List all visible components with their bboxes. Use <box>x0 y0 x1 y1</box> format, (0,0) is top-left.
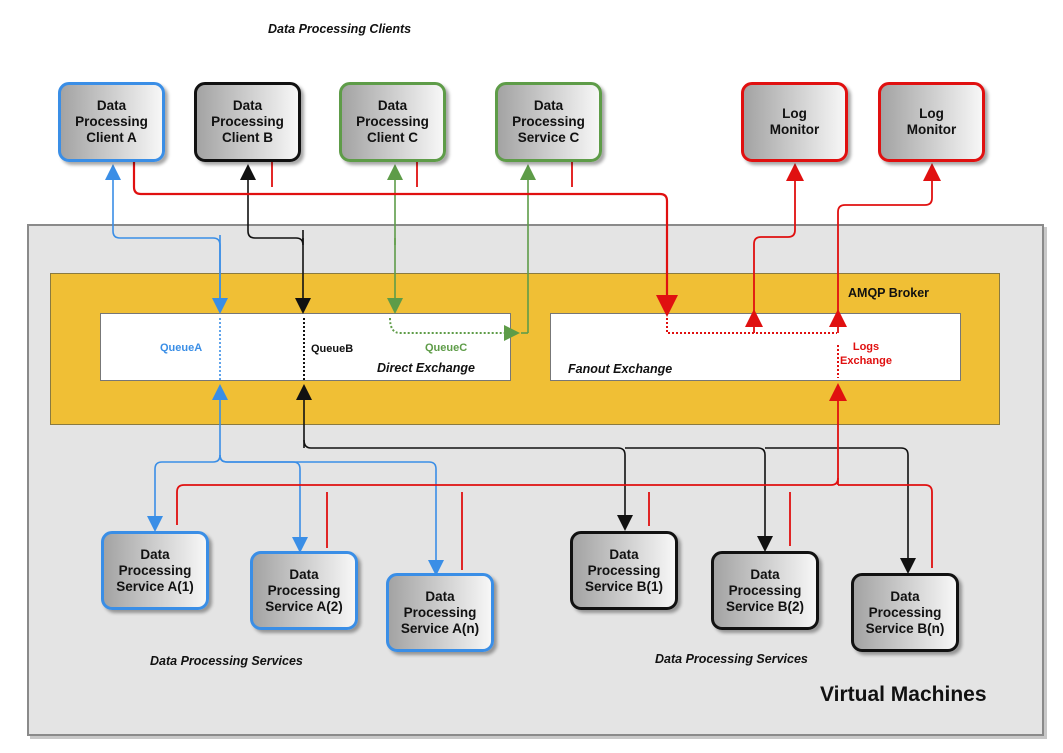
log-monitor-2-label: Log Monitor <box>906 106 957 137</box>
broker-title: AMQP Broker <box>848 286 930 300</box>
service-c-label: Data Processing Service C <box>512 98 585 145</box>
service-b1-node[interactable]: Data Processing Service B(1) <box>570 531 678 610</box>
client-b-node[interactable]: Data Processing Client B <box>194 82 301 162</box>
client-a-label: Data Processing Client A <box>75 98 148 145</box>
service-a1-label: Data Processing Service A(1) <box>116 546 194 594</box>
virtual-machines-title: Virtual Machines <box>820 683 987 706</box>
service-b1-label: Data Processing Service B(1) <box>584 546 664 594</box>
service-a1-node[interactable]: Data Processing Service A(1) <box>101 531 209 610</box>
service-an-node[interactable]: Data Processing Service A(n) <box>386 573 494 652</box>
service-c-node[interactable]: Data Processing Service C <box>495 82 602 162</box>
service-a2-label: Data Processing Service A(2) <box>265 566 343 614</box>
service-bn-label: Data Processing Service B(n) <box>865 588 945 636</box>
fanout-exchange-label: Fanout Exchange <box>568 362 673 376</box>
log-monitor-1-label: Log Monitor <box>769 106 820 137</box>
queue-b-label: QueueB <box>311 343 354 355</box>
service-b2-node[interactable]: Data Processing Service B(2) <box>711 551 819 630</box>
service-bn-node[interactable]: Data Processing Service B(n) <box>851 573 959 652</box>
clients-caption: Data Processing Clients <box>268 22 412 36</box>
direct-exchange-label: Direct Exchange <box>377 361 475 375</box>
services-left-caption: Data Processing Services <box>150 654 303 668</box>
service-an-label: Data Processing Service A(n) <box>400 588 480 636</box>
service-b2-label: Data Processing Service B(2) <box>725 566 805 614</box>
logs-exchange-label: Logs Exchange <box>840 341 892 367</box>
queue-c-label: QueueC <box>425 342 468 354</box>
client-a-node[interactable]: Data Processing Client A <box>58 82 165 162</box>
log-monitor-1-node[interactable]: Log Monitor <box>741 82 848 162</box>
log-monitor-2-node[interactable]: Log Monitor <box>878 82 985 162</box>
client-c-node[interactable]: Data Processing Client C <box>339 82 446 162</box>
queue-a-label: QueueA <box>160 342 203 354</box>
client-c-label: Data Processing Client C <box>356 98 429 145</box>
service-a2-node[interactable]: Data Processing Service A(2) <box>250 551 358 630</box>
services-right-caption: Data Processing Services <box>655 652 808 666</box>
client-b-label: Data Processing Client B <box>211 98 284 145</box>
